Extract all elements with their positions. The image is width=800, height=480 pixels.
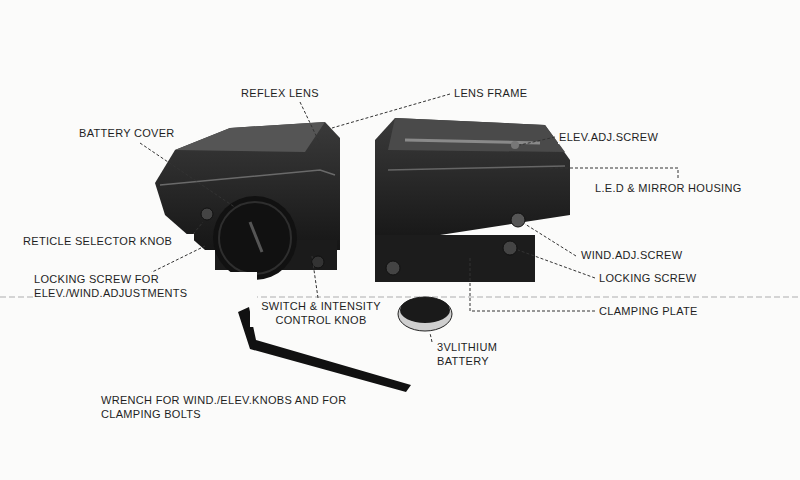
part-label: LOCKING SCREW: [598, 271, 730, 285]
part-label: ELEV.ADJ.SCREW: [558, 130, 690, 144]
part-label: WIND.ADJ.SCREW: [580, 248, 712, 262]
part-label: WRENCH FOR WIND./ELEV.KNOBS AND FOR CLAM…: [100, 393, 352, 421]
part-label: REFLEX LENS: [240, 86, 352, 100]
part-label: SWITCH & INTENSITY CONTROL KNOB: [250, 299, 392, 327]
sight-right-body: [375, 118, 570, 282]
battery-illustration: [398, 297, 452, 331]
part-label: BATTERY COVER: [78, 126, 200, 140]
part-label: 3VLITHIUM BATTERY: [436, 340, 518, 368]
part-label: LOCKING SCREW FOR ELEV./WIND.ADJUSTMENTS: [33, 272, 257, 300]
part-label: RETICLE SELECTOR KNOB: [22, 234, 194, 248]
part-label: CLAMPING PLATE: [598, 304, 730, 318]
part-label: LENS FRAME: [453, 86, 555, 100]
part-label: L.E.D & MIRROR HOUSING: [594, 181, 796, 195]
